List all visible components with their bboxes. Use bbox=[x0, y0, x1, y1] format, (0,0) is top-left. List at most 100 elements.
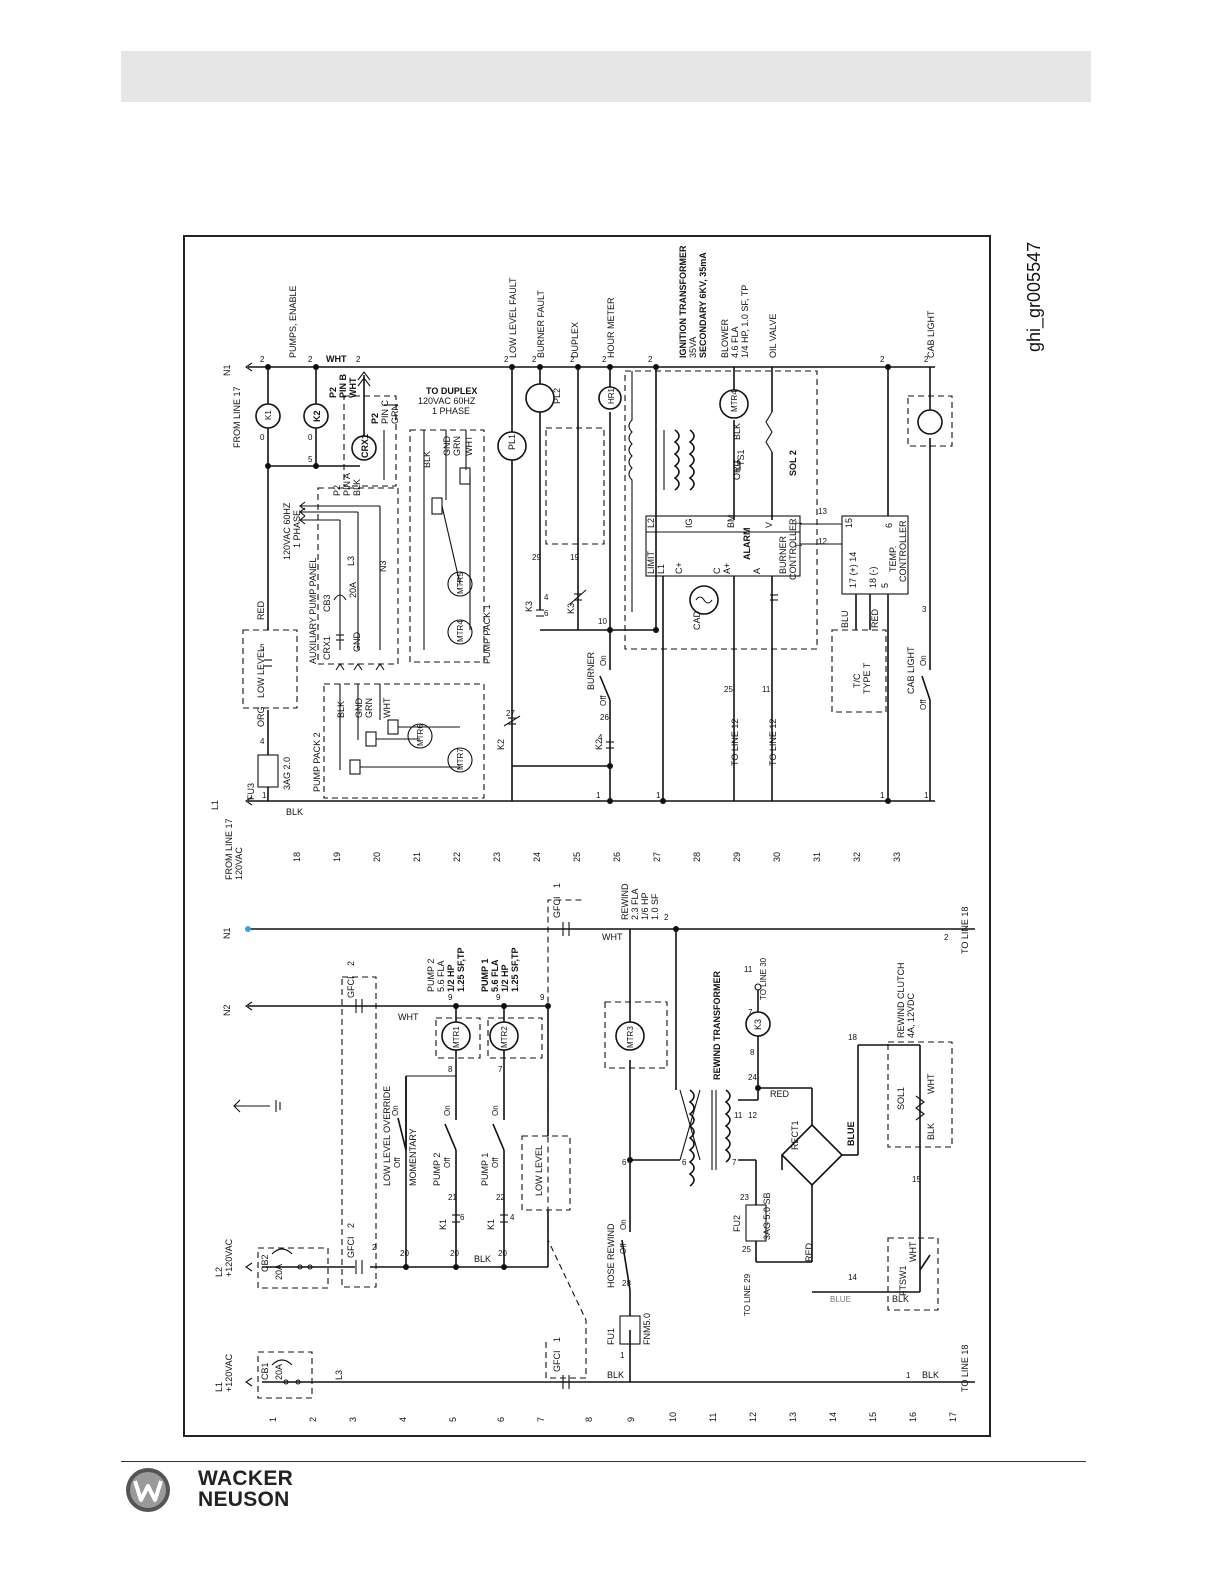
wire-number: 9 bbox=[448, 993, 453, 1002]
terminal-label: T bbox=[794, 520, 804, 526]
low-level-label: LOW LEVEL bbox=[256, 647, 266, 698]
rectifier-label: RECT1 bbox=[790, 1120, 800, 1150]
diagram-frame bbox=[183, 235, 991, 1437]
wire-number: 4 bbox=[260, 737, 265, 746]
voltage-label: 120VAC bbox=[234, 847, 244, 880]
wire-color: BLUE bbox=[846, 1122, 856, 1147]
wire-number: 10 bbox=[598, 617, 607, 626]
wire-color: WHT bbox=[382, 697, 392, 718]
fuse-rating-fu3: 3AG 2.0 bbox=[282, 757, 292, 790]
relay-label-k3: K3 bbox=[524, 601, 534, 612]
wire-number: 1 bbox=[262, 791, 267, 800]
annotation-low-level-fault: LOW LEVEL FAULT bbox=[508, 277, 518, 358]
annotation-cab-light: CAB LIGHT bbox=[926, 310, 936, 358]
annotation-blower: 4.6 FLA bbox=[730, 326, 740, 358]
temp-terminal-label: 18 (-) bbox=[868, 566, 878, 588]
switch-on-label: On bbox=[491, 1105, 500, 1116]
wire-number: 2 bbox=[924, 355, 929, 364]
switch-off-label: Off bbox=[491, 1157, 500, 1168]
wire-number: 9 bbox=[540, 993, 545, 1002]
line-number: 18 bbox=[292, 852, 302, 862]
wire-number: 2 bbox=[602, 355, 607, 364]
annotation-ignition: IGNITION TRANSFORMER bbox=[678, 245, 688, 358]
terminal-label: A+ bbox=[722, 563, 732, 574]
wire-number: 2 bbox=[944, 933, 949, 942]
wire-color: GRN bbox=[452, 436, 462, 456]
wire-number: 3 bbox=[922, 605, 927, 614]
wire-number: 2 bbox=[260, 355, 265, 364]
switch-label-override: LOW LEVEL OVERRIDE bbox=[382, 1086, 392, 1186]
fuse-label-fu2: FU2 bbox=[732, 1215, 742, 1232]
wire-number: 20 bbox=[450, 1249, 459, 1258]
switch-label-hose-rewind: HOSE REWIND bbox=[606, 1223, 616, 1288]
gfci-pole-label: 1 bbox=[552, 1337, 562, 1342]
pin-label: PIN C bbox=[380, 399, 390, 424]
relay-label-crx1: CRX1 bbox=[360, 434, 370, 458]
line-number: 3 bbox=[348, 1417, 358, 1422]
fuse-rating-fu1: FNM5.0 bbox=[642, 1313, 652, 1345]
line-number: 14 bbox=[828, 1412, 838, 1422]
rewind-clutch-spec: 4A, 12VDC bbox=[906, 992, 916, 1038]
line-number: 19 bbox=[332, 852, 342, 862]
wire-number: 7 bbox=[732, 1158, 737, 1167]
wire-number: 2 bbox=[308, 355, 313, 364]
wire-number: 29 bbox=[532, 553, 541, 562]
cross-reference-label: TO LINE 12 bbox=[768, 719, 778, 766]
rewind-transformer-label: REWIND TRANSFORMER bbox=[712, 971, 722, 1080]
relay-label-k1: K1 bbox=[486, 1219, 496, 1230]
wire-number: 26 bbox=[600, 713, 609, 722]
wire-color: BLU bbox=[840, 610, 850, 628]
pin-label: GRN bbox=[390, 404, 400, 424]
line-number: 7 bbox=[536, 1417, 546, 1422]
wire-number: 11 bbox=[744, 965, 753, 974]
wire-number: 2 bbox=[570, 355, 575, 364]
annotation-blower: BLOWER bbox=[720, 318, 730, 358]
wire-color: WHT bbox=[464, 435, 474, 456]
wire-number: 11 bbox=[762, 685, 771, 694]
relay-label-k2: K2 bbox=[312, 410, 322, 422]
pin-label: P2 bbox=[370, 413, 380, 424]
wire-number: 9 bbox=[496, 993, 501, 1002]
rewind-spec: REWIND bbox=[620, 883, 630, 920]
line-number: 25 bbox=[572, 852, 582, 862]
cb1-label: CB1 bbox=[260, 1362, 270, 1380]
wire-color: WHT bbox=[398, 1012, 419, 1022]
line-number: 22 bbox=[452, 852, 462, 862]
rail-label-l1: L1 bbox=[214, 1382, 224, 1392]
pilot-light-label: PL1 bbox=[507, 434, 517, 450]
wire-color: WHT bbox=[602, 932, 623, 942]
fuse-label-fu1: FU1 bbox=[606, 1328, 616, 1345]
switch-label-pump1: PUMP 1 bbox=[480, 1153, 490, 1186]
wire-number: 12 bbox=[748, 1111, 757, 1120]
wire-number: 18 bbox=[848, 1033, 857, 1042]
line-number: 23 bbox=[492, 852, 502, 862]
pump-pack-1-label: PUMP PACK 1 bbox=[482, 604, 492, 664]
gfci-label: GFCI bbox=[552, 1351, 562, 1373]
line-number: 26 bbox=[612, 852, 622, 862]
wire-number: 11 bbox=[734, 1111, 743, 1120]
temp-controller-label: CONTROLLER bbox=[898, 520, 908, 582]
annotation-ignition: SECONDARY 6KV, 35mA bbox=[698, 252, 708, 358]
pump2-spec: 1/2 HP bbox=[446, 964, 456, 992]
cab-light-switch-label: CAB LIGHT bbox=[906, 646, 916, 694]
line-number: 33 bbox=[892, 852, 902, 862]
wire-number: 2 bbox=[356, 355, 361, 364]
wire-number: 27 bbox=[506, 709, 515, 718]
wire-number: 2 bbox=[532, 355, 537, 364]
wire-color: BLUE bbox=[830, 1295, 851, 1304]
wire-number: 6 bbox=[622, 1158, 627, 1167]
rewind-clutch-label: REWIND CLUTCH bbox=[896, 963, 906, 1039]
motor-label-mtr6: MTR6 bbox=[416, 724, 425, 746]
switch-on-label: On bbox=[599, 655, 608, 666]
relay-label-k3: K3 bbox=[753, 1019, 763, 1030]
temp-terminal-label: 6 bbox=[884, 523, 894, 528]
rail-label-n2: N2 bbox=[222, 1004, 232, 1016]
pin-label: P2 bbox=[328, 387, 338, 398]
wire-number: 12 bbox=[818, 537, 827, 546]
wire-number: 22 bbox=[496, 1193, 505, 1202]
terminal-label: L2 bbox=[646, 518, 656, 528]
switch-on-label: On bbox=[391, 1105, 400, 1116]
switch-on-label: On bbox=[619, 1219, 628, 1230]
wire-color: BLK bbox=[607, 1370, 624, 1380]
